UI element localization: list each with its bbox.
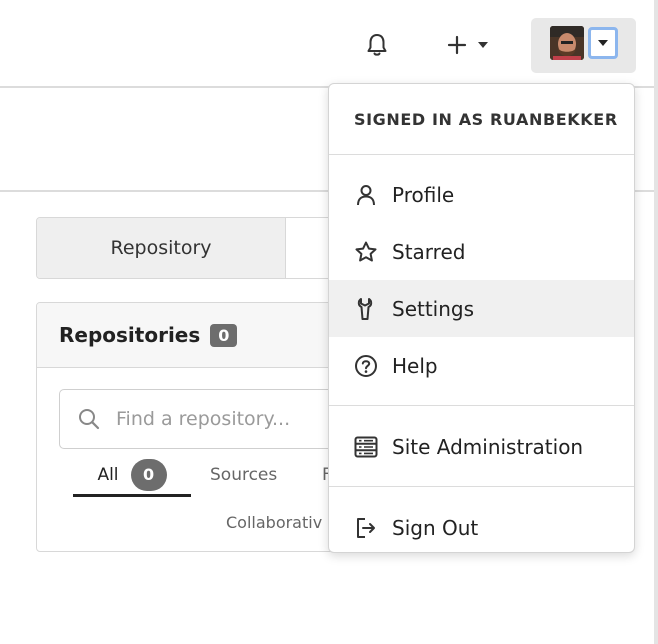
filter-all-count: 0 [130,458,167,491]
menu-divider [329,405,634,406]
dashboard-tabs: Repository [36,217,336,279]
tab-hidden[interactable] [286,218,335,278]
filter-tab-collaborative[interactable]: Collaborativ [226,513,323,532]
repositories-count-badge: 0 [210,323,238,347]
user-dropdown-menu: SIGNED IN AS RUANBEKKER Profile Starred [328,83,635,553]
menu-item-settings[interactable]: Settings [329,280,634,337]
plus-icon [447,35,467,55]
filter-tab-partial[interactable]: F [322,465,332,485]
sign-out-icon [354,516,378,540]
top-navbar [0,0,654,88]
star-icon [354,240,378,264]
server-icon [354,435,378,459]
menu-item-sign-out[interactable]: Sign Out [329,499,634,552]
menu-item-label: Sign Out [392,515,479,540]
search-icon [78,407,102,431]
user-menu-button[interactable] [531,18,636,73]
menu-item-label: Starred [392,239,466,264]
menu-item-help[interactable]: Help [329,337,634,394]
filter-tab-all[interactable]: All 0 [73,455,191,497]
caret-down-icon [478,42,488,48]
repositories-title: Repositories [59,323,201,347]
repositories-header: Repositories 0 [37,303,335,368]
menu-divider [329,486,634,487]
bell-icon [367,34,387,56]
repository-search [59,389,335,449]
menu-item-label: Site Administration [392,434,584,459]
user-avatar [550,26,584,60]
repositories-panel: Repositories 0 All 0 Sources F Collabora… [36,302,336,552]
filter-tab-sources[interactable]: Sources [210,465,278,485]
tools-icon [354,297,378,321]
menu-item-label: Settings [392,296,475,321]
caret-down-icon [598,40,608,46]
person-icon [354,183,378,207]
question-icon [354,354,378,378]
notifications-button[interactable] [362,30,392,60]
menu-item-label: Help [392,353,438,378]
menu-item-starred[interactable]: Starred [329,223,634,280]
menu-item-profile[interactable]: Profile [329,166,634,223]
menu-item-site-administration[interactable]: Site Administration [329,418,634,475]
tab-repository[interactable]: Repository [37,218,286,278]
repository-search-input[interactable] [114,407,335,431]
user-menu-caret[interactable] [588,27,618,59]
window-edge [654,0,658,644]
filter-all-label: All [97,464,119,485]
create-new-button[interactable] [438,30,498,60]
signed-in-header: SIGNED IN AS RUANBEKKER [329,84,634,155]
menu-item-label: Profile [392,182,455,207]
